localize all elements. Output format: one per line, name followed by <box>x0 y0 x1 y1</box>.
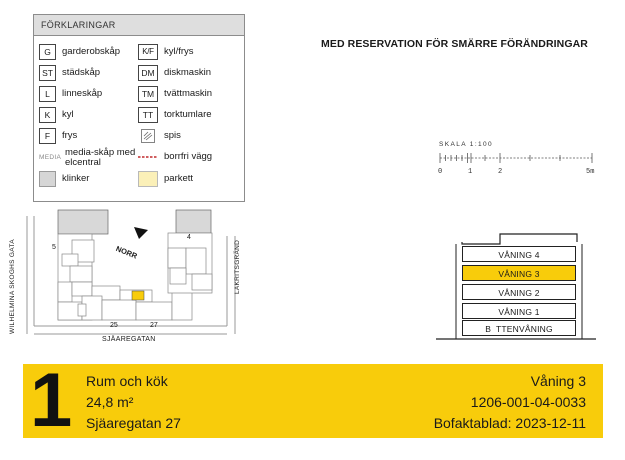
legend-label: frys <box>62 129 78 141</box>
scale-tick-label: 2 <box>498 168 503 176</box>
scale-tick-label: 1 <box>468 168 473 176</box>
legend-item-stadskap: ST städskåp <box>39 64 100 82</box>
legend-label: diskmaskin <box>164 66 211 78</box>
factsheet-date-label: Bofaktablad: <box>433 415 512 431</box>
legend-item-media: MEDIA media-skåp med elcentral <box>39 146 139 170</box>
legend-item-borrfri-vagg: borrfri vägg <box>138 148 212 166</box>
legend-code: L <box>39 86 56 102</box>
legend-label: parkett <box>164 172 194 184</box>
apartment-floor: Våning 3 <box>530 373 586 389</box>
apartment-id: 1206-001-04-0033 <box>470 394 586 410</box>
legend-item-tvattmaskin: TM tvättmaskin <box>138 85 212 103</box>
factsheet-date-value: 2023-12-11 <box>515 415 586 431</box>
info-banner <box>23 364 603 438</box>
legend-item-parkett: parkett <box>138 170 193 188</box>
apartment-address: Sjäaregatan 27 <box>86 415 181 431</box>
building-number: 4 <box>187 234 191 241</box>
legend-item-linneskap: L linneskåp <box>39 85 102 103</box>
legend-label: torktumlare <box>164 108 212 120</box>
legend-label: kyl/frys <box>164 45 194 57</box>
legend-item-kyl: K kyl <box>39 106 74 124</box>
legend-label: klinker <box>62 172 90 184</box>
legend-title: FÖRKLARINGAR <box>34 15 244 36</box>
legend-code: MEDIA <box>39 154 62 162</box>
legend-label: spis <box>164 129 181 141</box>
scale-tick-label: 0 <box>438 168 443 176</box>
legend-label: borrfri vägg <box>164 150 213 162</box>
legend-label: garderobskåp <box>62 45 121 57</box>
legend-item-klinker: klinker <box>39 170 89 188</box>
legend-code: G <box>39 44 56 60</box>
legend-item-garderobskap: G garderobskåp <box>39 43 120 61</box>
legend-label: media-skåp med elcentral <box>65 146 136 168</box>
floor-level-2: VÅNING 2 <box>462 284 576 300</box>
legend-code: F <box>39 128 56 144</box>
legend-item-spis: spis <box>138 127 181 145</box>
disclaimer-note: MED RESERVATION FÖR SMÄRRE FÖRÄNDRINGAR <box>321 38 588 50</box>
parkett-swatch <box>138 171 158 187</box>
factsheet-date: Bofaktablad: 2023-12-11 <box>420 415 586 431</box>
legend-code: TM <box>138 86 158 102</box>
room-type: Rum och kök <box>86 373 168 389</box>
legend-label: tvättmaskin <box>164 87 213 99</box>
dashed-line-icon <box>138 150 158 164</box>
street-label-lakritsgrand: LAKRITSGRÄND <box>234 239 241 294</box>
scale-bar <box>439 153 593 163</box>
legend-code: ST <box>39 65 56 81</box>
building-section <box>436 233 596 340</box>
legend-item-torktumlare: TT torktumlare <box>138 106 212 124</box>
legend-code: K/F <box>138 44 158 60</box>
legend-label: linneskåp <box>62 87 103 99</box>
legend-item-diskmaskin: DM diskmaskin <box>138 64 211 82</box>
legend-label: kyl <box>62 108 74 120</box>
floor-level-3-active: VÅNING 3 <box>462 265 576 281</box>
legend-code: K <box>39 107 56 123</box>
legend-item-frys: F frys <box>39 127 77 145</box>
apartment-area: 24,8 m² <box>86 394 134 410</box>
site-plan: WILHELMINA SKOGHS GATA LAKRITSGRÄND SJÄA… <box>9 206 247 346</box>
scale-title: SKALA 1:100 <box>439 141 494 148</box>
building-number: 27 <box>150 322 158 329</box>
building-number: 25 <box>110 322 118 329</box>
floor-level-4: VÅNING 4 <box>462 246 576 262</box>
building-number: 5 <box>52 244 56 251</box>
scale-tick-label: 5m <box>586 168 595 176</box>
street-label-sjaaregatan: SJÄAREGATAN <box>102 336 156 343</box>
legend-label: städskåp <box>62 66 101 78</box>
legend-box: FÖRKLARINGAR G garderobskåp ST städskåp … <box>33 14 245 202</box>
street-label-wilhelmina: WILHELMINA SKOGHS GATA <box>9 239 16 334</box>
legend-item-kyl-frys: K/F kyl/frys <box>138 43 194 61</box>
floor-level-basement: B TTENVÅNING <box>462 320 576 336</box>
apartment-number: 1 <box>30 358 73 443</box>
floor-level-1: VÅNING 1 <box>462 303 576 319</box>
legend-code: DM <box>138 65 158 81</box>
stove-icon <box>138 129 158 143</box>
legend-code: TT <box>138 107 158 123</box>
klinker-swatch <box>39 171 56 187</box>
